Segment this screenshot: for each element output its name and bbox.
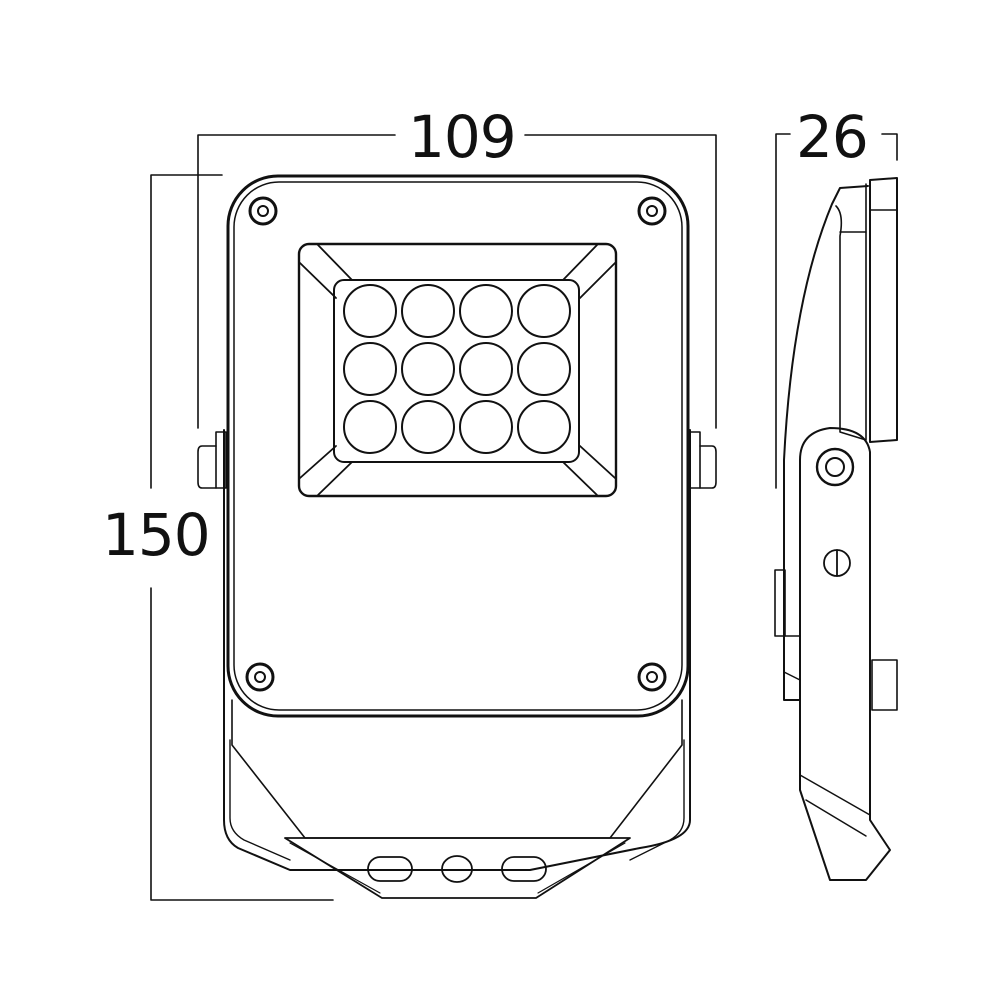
side-clip [774,569,786,637]
dimension-height-label: 150 [102,501,211,569]
front-view [197,174,717,899]
led [459,400,513,454]
side-housing-back [783,185,869,701]
side-front-plate-lower [871,659,898,711]
mounting-slot-left [367,856,413,882]
led-frame-inner [333,279,580,463]
side-mount-arm [799,427,891,881]
housing-inner-outline [229,739,291,861]
height-dimension-line-bottom [150,587,334,901]
bottom-bracket [284,837,631,899]
led [459,342,513,396]
led [401,400,455,454]
front-panel-inner [233,181,683,711]
housing-inner-outline-right [629,739,685,861]
led [459,284,513,338]
screw-top-right [637,196,667,226]
side-arm-bevel [799,774,871,837]
led [343,284,397,338]
front-panel-outer [226,174,690,718]
dimension-width-label: 109 [408,103,517,171]
depth-dimension-line-right [881,133,898,161]
bottom-bracket-edge [289,842,626,894]
pivot-knob-right [689,431,717,489]
dimension-lines [150,133,898,901]
led [343,342,397,396]
led [517,342,571,396]
side-front-plate [869,177,898,443]
pivot-knob-left [197,431,227,489]
height-dimension-line-top [150,174,223,489]
led [517,284,571,338]
led [401,284,455,338]
led [401,342,455,396]
led-frame-outer [297,242,618,498]
depth-dimension-line-left [775,133,791,489]
lower-body [231,699,683,839]
mounting-hole-center [441,855,473,883]
side-pivot-screw [815,447,855,487]
width-dimension-line-right [524,134,717,429]
screw-top-left [248,196,278,226]
led [343,400,397,454]
screw-bottom-left [245,662,275,692]
screw-bottom-right [637,662,667,692]
side-view [774,177,898,881]
mounting-slot-right [501,856,547,882]
led [517,400,571,454]
led-frame-corners [299,244,616,496]
led-array [343,284,571,454]
side-housing-inner [835,183,867,441]
housing-outline [223,429,691,871]
width-dimension-line-left [197,134,396,429]
dimension-depth-label: 26 [796,103,869,171]
